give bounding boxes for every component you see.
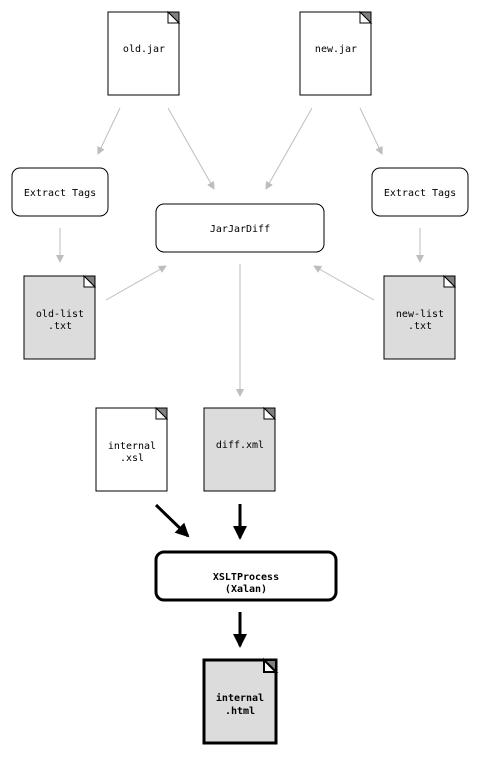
diff-xml-label: diff.xml <box>216 440 264 451</box>
extract-tags-left-process: Extract Tags <box>11 167 109 217</box>
jarjardiff-label: JarJarDiff <box>210 224 270 235</box>
internal-xsl-document: internal .xsl <box>95 406 169 492</box>
old-jar-document: old.jar <box>107 10 181 96</box>
arrow-oldlist-to-jarjardiff <box>105 265 167 301</box>
old-list-label-line1: old-list <box>36 309 84 320</box>
arrow-xsl-to-xsltprocess <box>154 503 190 538</box>
new-list-document: new-list .txt <box>383 274 457 360</box>
new-list-label-line1: new-list <box>396 309 444 320</box>
arrow-newlist-to-jarjardiff <box>313 265 375 301</box>
arrow-oldjar-to-jarjardiff <box>167 107 215 190</box>
internal-html-label-line2: .html <box>225 706 255 717</box>
xsltprocess-label-line2: (Xalan) <box>225 584 267 595</box>
extract-tags-right-label: Extract Tags <box>384 188 456 199</box>
extract-tags-right-process: Extract Tags <box>371 167 469 217</box>
arrow-oldjar-to-extract <box>97 107 121 155</box>
old-list-label-line2: .txt <box>48 321 72 332</box>
old-jar-label: old.jar <box>123 44 165 55</box>
internal-xsl-label-line2: .xsl <box>120 453 144 464</box>
jarjardiff-process: JarJarDiff <box>155 203 325 253</box>
new-jar-document: new.jar <box>299 10 373 96</box>
extract-tags-left-label: Extract Tags <box>24 188 96 199</box>
internal-html-document: internal .html <box>202 657 279 745</box>
internal-xsl-label-line1: internal <box>108 441 156 452</box>
arrow-newjar-to-jarjardiff <box>265 107 313 190</box>
diff-xml-document: diff.xml <box>203 406 277 492</box>
old-list-document: old-list .txt <box>23 274 97 360</box>
xsltprocess-process: XSLTProcess (Xalan) <box>154 550 338 602</box>
new-list-label-line2: .txt <box>408 321 432 332</box>
internal-html-label-line1: internal <box>216 692 264 704</box>
new-jar-label: new.jar <box>315 44 357 55</box>
xsltprocess-label-line1: XSLTProcess <box>213 572 279 583</box>
arrow-newjar-to-extract <box>359 107 383 155</box>
